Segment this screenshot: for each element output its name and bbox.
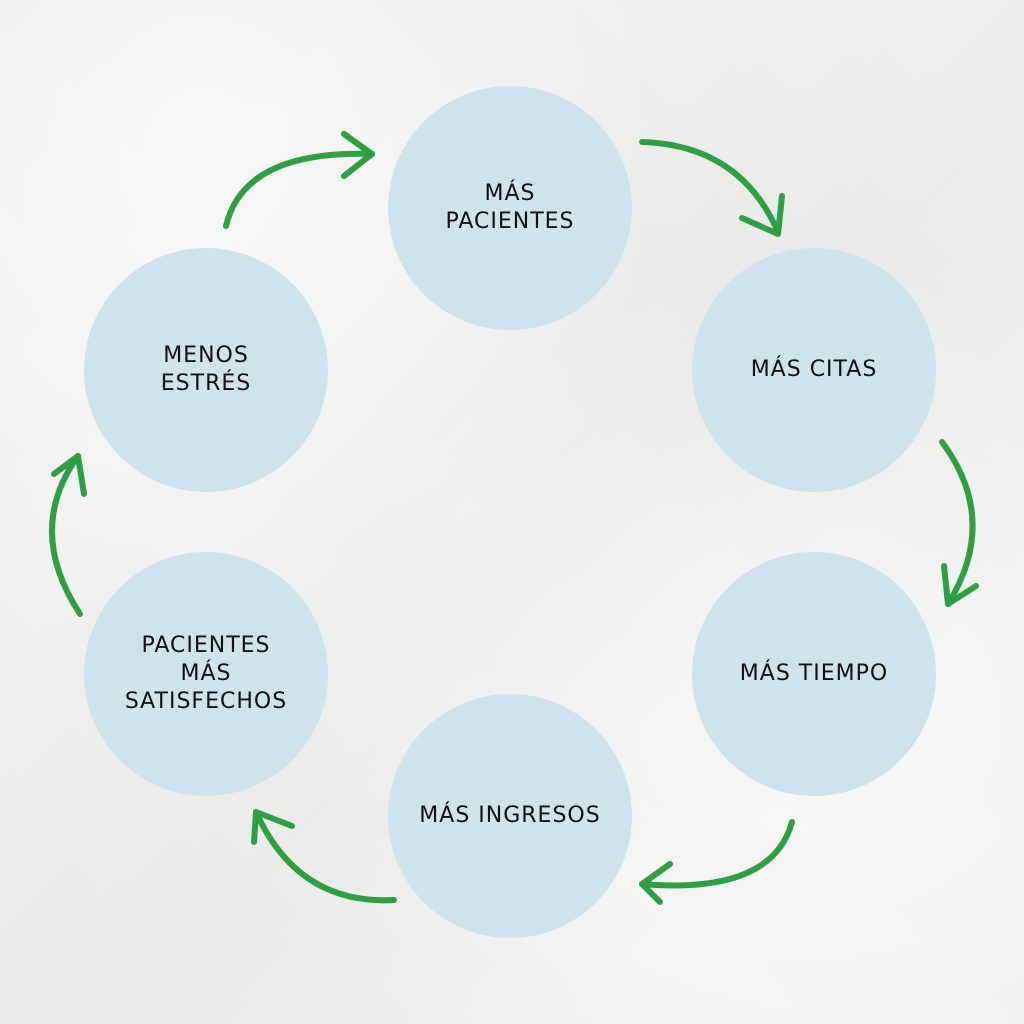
arrow-shaft bbox=[639, 139, 781, 235]
arrow-citas-to-tiempo bbox=[939, 439, 979, 607]
arrow-shaft bbox=[223, 150, 375, 229]
node-menos-estres: MENOS ESTRÉS bbox=[84, 248, 328, 492]
node-mas-citas: MÁS CITAS bbox=[692, 248, 936, 492]
arrow-tiempo-to-ingresos bbox=[639, 819, 795, 905]
node-label: MÁS INGRESOS bbox=[419, 803, 601, 828]
node-label: MÁS CITAS bbox=[750, 357, 878, 382]
node-mas-pacientes: MÁS PACIENTES bbox=[388, 86, 632, 330]
arrow-ingresos-to-satisfechos bbox=[251, 809, 397, 904]
arrow-head bbox=[251, 809, 295, 845]
arrow-pacientes-to-citas bbox=[639, 139, 785, 237]
arrow-shaft bbox=[939, 439, 976, 607]
node-mas-tiempo: MÁS TIEMPO bbox=[692, 552, 936, 796]
node-pacientes-mas-satisfechos: PACIENTES MÁS SATISFECHOS bbox=[84, 552, 328, 796]
node-label: MÁS TIEMPO bbox=[739, 661, 889, 686]
node-mas-ingresos: MÁS INGRESOS bbox=[388, 694, 632, 938]
node-label: PACIENTES MÁS SATISFECHOS bbox=[124, 633, 288, 714]
arrow-satisfechos-to-estres bbox=[49, 453, 87, 617]
node-label: MÁS PACIENTES bbox=[445, 181, 575, 234]
arrow-head bbox=[639, 861, 673, 905]
arrow-shaft bbox=[639, 819, 795, 889]
node-label: MENOS ESTRÉS bbox=[160, 343, 252, 396]
arrow-head bbox=[941, 563, 979, 607]
arrow-shaft bbox=[253, 809, 397, 904]
arrow-head bbox=[51, 453, 87, 497]
arrow-head bbox=[739, 193, 785, 237]
arrow-estres-to-pacientes bbox=[223, 131, 375, 229]
arrow-head bbox=[341, 131, 375, 179]
arrow-shaft bbox=[49, 453, 83, 617]
